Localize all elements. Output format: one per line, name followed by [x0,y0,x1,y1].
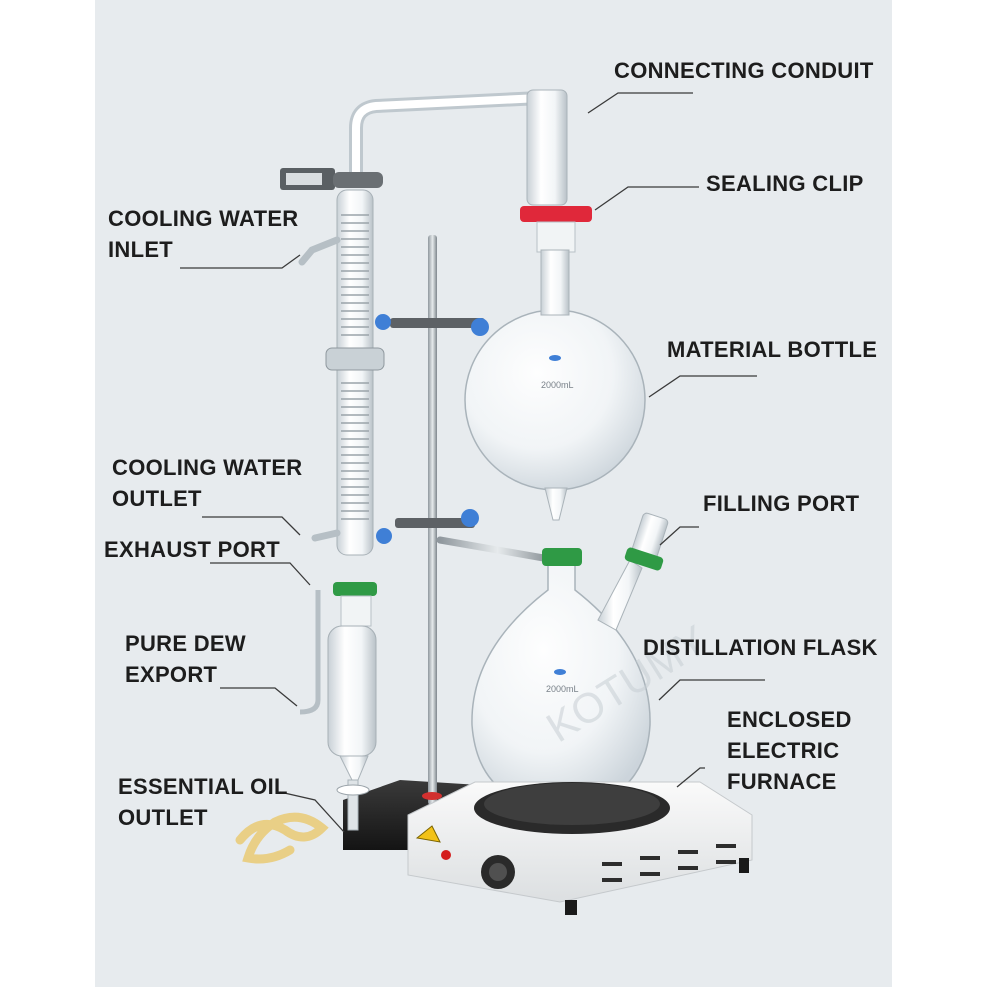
label-cooling-water-inlet: COOLING WATER INLET [108,203,298,265]
label-line: COOLING WATER [112,455,303,480]
label-line: DISTILLATION FLASK [643,635,878,660]
leader-exhaust-port [210,562,311,586]
leader-connecting-conduit [587,92,693,114]
label-line: OUTLET [118,805,208,830]
material-bottle-flask: 2000mL [464,249,646,521]
label-line: FURNACE [727,769,837,794]
leader-sealing-clip [594,186,699,211]
leader-pure-dew-export [220,687,298,707]
electric-furnace [407,781,753,915]
label-line: MATERIAL BOTTLE [667,337,878,362]
label-filling-port: FILLING PORT [703,488,859,519]
leader-filling-port [659,526,699,546]
label-essential-oil-outlet: ESSENTIAL OIL OUTLET [118,771,288,833]
label-line: PURE DEW [125,631,246,656]
label-exhaust-port: EXHAUST PORT [104,534,280,565]
rubber-tubing [235,812,329,864]
middle-clamp [375,314,489,336]
leader-lines [180,92,765,833]
distillation-flask-glass: 2000mL KOTUMY [471,512,715,809]
lower-flask-capacity: 2000mL [546,684,579,694]
label-line: FILLING PORT [703,491,860,516]
leader-cooling-water-inlet [180,254,301,269]
label-line: CONNECTING CONDUIT [614,58,874,83]
label-connecting-conduit: CONNECTING CONDUIT [614,55,874,86]
leader-enclosed-electric-furnace [676,767,705,788]
sealing-clip-ring [520,206,592,253]
label-sealing-clip: SEALING CLIP [706,168,864,199]
label-line: INLET [108,237,174,262]
label-line: SEALING CLIP [706,171,864,196]
leader-material-bottle [648,375,757,398]
label-cooling-water-outlet: COOLING WATER OUTLET [112,452,302,514]
label-line: ENCLOSED [727,707,852,732]
label-line: ESSENTIAL OIL [118,774,288,799]
label-line: OUTLET [112,486,202,511]
label-material-bottle: MATERIAL BOTTLE [667,334,877,365]
label-line: EXPORT [125,662,218,687]
label-pure-dew-export: PURE DEW EXPORT [125,628,246,690]
lower-clamp [376,509,559,564]
label-distillation-flask: DISTILLATION FLASK [643,632,878,663]
leader-cooling-water-outlet [202,516,301,536]
connecting-conduit-tube [349,89,568,206]
label-enclosed-electric-furnace: ENCLOSED ELECTRIC FURNACE [727,704,852,797]
leader-distillation-flask [658,679,765,701]
condenser-column [298,189,385,556]
top-clamp [280,168,383,190]
separator-funnel [299,582,377,831]
label-line: COOLING WATER [108,206,299,231]
label-line: ELECTRIC [727,738,840,763]
upper-flask-capacity: 2000mL [541,380,574,390]
leader-essential-oil-outlet [279,791,345,833]
label-line: EXHAUST PORT [104,537,280,562]
